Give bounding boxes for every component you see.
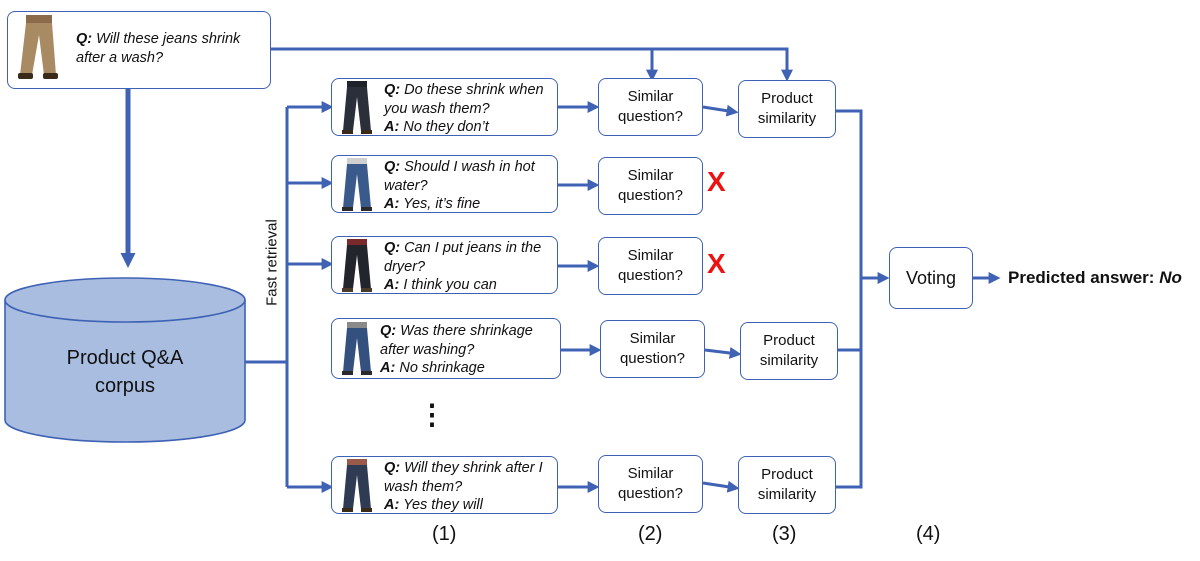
product-similarity-box-2: Product similarity <box>740 322 838 380</box>
product-line2: similarity <box>757 110 817 127</box>
qa4-q-prefix: Q: <box>380 323 397 339</box>
qa-box-5: Q: Will they shrink after I wash them? A… <box>331 456 558 514</box>
similar-line1: Similar <box>629 330 676 347</box>
similar-line2: question? <box>617 108 684 125</box>
qa3-question: Can I put jeans in the dryer? <box>384 240 542 275</box>
step-label-2: (2) <box>638 523 663 545</box>
reject-mark-1: X <box>707 166 726 197</box>
qa2-a-prefix: A: <box>384 196 400 212</box>
predicted-answer-value: No <box>1159 268 1182 287</box>
product-line2: similarity <box>757 486 817 503</box>
similar-line2: question? <box>617 187 684 204</box>
qa1-a-prefix: A: <box>384 119 400 135</box>
qa4-answer: No shrinkage <box>399 360 485 376</box>
dark-jeans-image <box>342 81 372 134</box>
qa4-question: Was there shrinkage after washing? <box>380 323 533 358</box>
similar-line1: Similar <box>627 247 674 264</box>
jeans-image <box>342 459 372 512</box>
similar-line1: Similar <box>627 167 674 184</box>
query-box: Q: Will these jeans shrink after a wash? <box>7 11 271 89</box>
similar-question-box-1: Similar question? <box>598 78 703 136</box>
qa-box-3: Q: Can I put jeans in the dryer? A: I th… <box>331 236 558 294</box>
similar-line2: question? <box>617 267 684 284</box>
qa2-question: Should I wash in hot water? <box>384 159 535 194</box>
similar-line2: question? <box>619 350 686 367</box>
product-line2: similarity <box>759 352 819 369</box>
predicted-answer: Predicted answer: No <box>1008 268 1182 288</box>
ellipsis-vertical: ⋮ <box>418 399 446 430</box>
predicted-answer-label: Predicted answer: <box>1008 268 1155 287</box>
qa3-a-prefix: A: <box>384 277 400 293</box>
qa2-answer: Yes, it’s fine <box>403 196 481 212</box>
product-similarity-box-3: Product similarity <box>738 456 836 514</box>
qa4-a-prefix: A: <box>380 360 396 376</box>
query-text: Will these jeans shrink after a wash? <box>76 31 241 66</box>
corpus-label-line2: corpus <box>94 375 156 397</box>
corpus-cylinder <box>4 277 246 443</box>
product-line1: Product <box>761 90 813 107</box>
similar-line1: Similar <box>627 465 674 482</box>
reject-mark-2: X <box>707 248 726 279</box>
corpus-label: Product Q&A corpus <box>35 344 215 400</box>
corpus-label-line1: Product Q&A <box>66 347 184 369</box>
blue-jeans-image <box>342 158 372 211</box>
similar-question-box-5: Similar question? <box>598 455 703 513</box>
query-q-prefix: Q: <box>76 31 93 47</box>
similar-question-box-4: Similar question? <box>600 320 705 378</box>
step-label-4: (4) <box>916 523 941 545</box>
qa5-answer: Yes they will <box>403 497 483 513</box>
qa5-q-prefix: Q: <box>384 460 401 476</box>
similar-question-box-3: Similar question? <box>598 237 703 295</box>
fast-retrieval-label: Fast retrieval <box>263 219 281 306</box>
qa5-a-prefix: A: <box>384 497 400 513</box>
black-jeans-image <box>342 239 372 292</box>
similar-line1: Similar <box>627 88 674 105</box>
product-line1: Product <box>763 332 815 349</box>
qa1-q-prefix: Q: <box>384 82 401 98</box>
qa-box-2: Q: Should I wash in hot water? A: Yes, i… <box>331 155 558 213</box>
qa-box-1: Q: Do these shrink when you wash them? A… <box>331 78 558 136</box>
step-label-1: (1) <box>432 523 457 545</box>
qa3-q-prefix: Q: <box>384 240 401 256</box>
product-line1: Product <box>761 466 813 483</box>
khaki-pants-image <box>18 15 58 79</box>
product-similarity-box-1: Product similarity <box>738 80 836 138</box>
voting-label: Voting <box>905 268 957 288</box>
step-label-3: (3) <box>772 523 797 545</box>
voting-box: Voting <box>889 247 973 309</box>
similar-line2: question? <box>617 485 684 502</box>
similar-question-box-2: Similar question? <box>598 157 703 215</box>
medium-jeans-image <box>342 322 372 375</box>
qa-box-4: Q: Was there shrinkage after washing? A:… <box>331 318 561 379</box>
qa5-question: Will they shrink after I wash them? <box>384 460 543 495</box>
qa2-q-prefix: Q: <box>384 159 401 175</box>
qa1-answer: No they don’t <box>403 119 489 135</box>
qa1-question: Do these shrink when you wash them? <box>384 82 544 117</box>
qa3-answer: I think you can <box>403 277 497 293</box>
